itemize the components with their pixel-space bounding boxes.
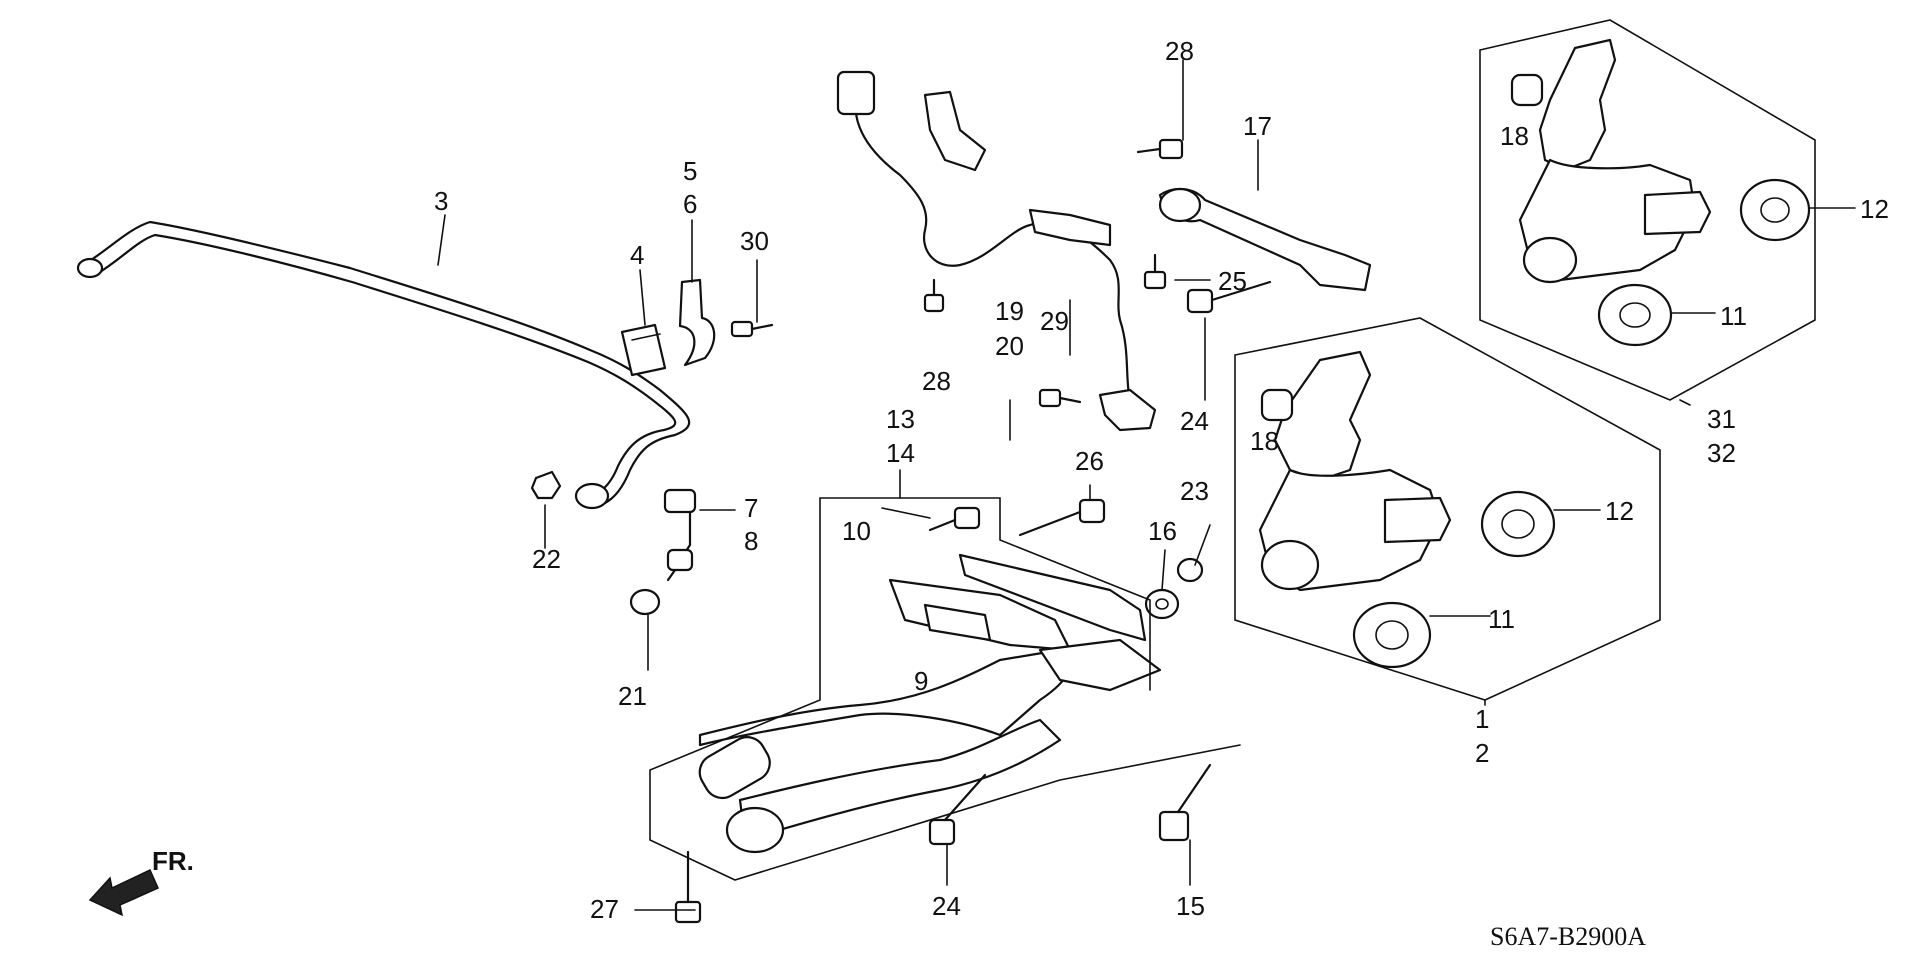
callout-28-upper: 28	[1165, 36, 1194, 66]
callout-6: 6	[683, 189, 697, 219]
bushing-12-upper	[1739, 178, 1811, 242]
flange-bolt-25	[1143, 253, 1167, 290]
callout-2: 2	[1475, 738, 1489, 768]
lower-arm-assembly	[698, 553, 1162, 854]
callout-25: 25	[1218, 266, 1247, 296]
knuckle-group-outline-1-2	[1234, 317, 1661, 701]
diagram-code: S6A7-B2900A	[1490, 922, 1646, 951]
callout-11-middle: 11	[1488, 604, 1515, 634]
callout-numbers: 1 2 3 4 5 6 7 8 9 10 11 11 12 12 13 14 1…	[434, 36, 1889, 924]
callout-14: 14	[886, 438, 915, 468]
adjusting-bolt-26	[1018, 498, 1106, 537]
front-direction-arrow: FR.	[88, 846, 194, 917]
abs-sensor-wire-harness	[836, 70, 1157, 432]
flange-bolt-27	[674, 850, 702, 924]
callout-12-middle: 12	[1605, 496, 1634, 526]
callout-24-lower: 24	[932, 891, 961, 921]
callout-8: 8	[744, 526, 758, 556]
nut-23	[1176, 557, 1204, 583]
flange-bolt-15	[1158, 763, 1212, 842]
lower-arm-bracket-outline	[649, 497, 1241, 881]
callout-13: 13	[886, 404, 915, 434]
nut-21	[629, 588, 661, 616]
callout-19: 19	[995, 296, 1024, 326]
callout-23: 23	[1180, 476, 1209, 506]
callout-21: 21	[618, 681, 647, 711]
callout-28-lower: 28	[922, 366, 951, 396]
callout-17: 17	[1243, 111, 1272, 141]
knuckle-31-32	[1518, 38, 1712, 284]
callout-18-upper: 18	[1500, 121, 1529, 151]
callout-16: 16	[1148, 516, 1177, 546]
flange-bolt-24-upper	[1186, 280, 1272, 314]
stabilizer-holder	[678, 278, 716, 367]
bushing-11-upper	[1597, 283, 1673, 347]
callout-32: 32	[1707, 438, 1736, 468]
bushing-11-middle	[1352, 601, 1432, 669]
flange-bolt-24-lower	[928, 773, 987, 846]
leader-lines	[437, 59, 1856, 911]
stabilizer-bushing	[620, 323, 667, 377]
callout-4: 4	[630, 240, 644, 270]
callout-10: 10	[842, 516, 871, 546]
callout-11-upper: 11	[1720, 301, 1747, 331]
callout-31: 31	[1707, 404, 1736, 434]
callout-5: 5	[683, 156, 697, 186]
flange-bolt-30	[730, 320, 774, 338]
flange-bolt-28-lower	[923, 278, 945, 313]
callout-29: 29	[1040, 306, 1069, 336]
front-direction-label: FR.	[152, 846, 194, 876]
callout-30: 30	[740, 226, 769, 256]
bushing-18-upper	[1510, 73, 1544, 107]
callout-24-upper: 24	[1180, 406, 1209, 436]
bushing-12-middle	[1480, 490, 1556, 558]
callout-15: 15	[1176, 891, 1205, 921]
callout-7: 7	[744, 493, 758, 523]
callout-27: 27	[590, 894, 619, 924]
knuckle-group-outline-31-32	[1479, 19, 1816, 401]
stabilizer-bar	[76, 220, 691, 510]
flange-bolt-29	[1038, 388, 1082, 408]
knuckle-1-2	[1258, 350, 1452, 592]
adjusting-bolt-10	[928, 506, 981, 532]
nut-22	[530, 470, 562, 500]
callout-9: 9	[914, 666, 928, 696]
callout-1: 1	[1475, 704, 1489, 734]
stabilizer-link	[663, 488, 697, 582]
flange-bolt-28-upper	[1136, 138, 1184, 160]
callout-26: 26	[1075, 446, 1104, 476]
callout-3: 3	[434, 186, 448, 216]
callout-20: 20	[995, 331, 1024, 361]
rear-arm-17	[1158, 187, 1372, 292]
callout-12-upper: 12	[1860, 194, 1889, 224]
callout-22: 22	[532, 544, 561, 574]
bushing-18-middle	[1260, 388, 1294, 422]
callout-18-middle: 18	[1250, 426, 1279, 456]
